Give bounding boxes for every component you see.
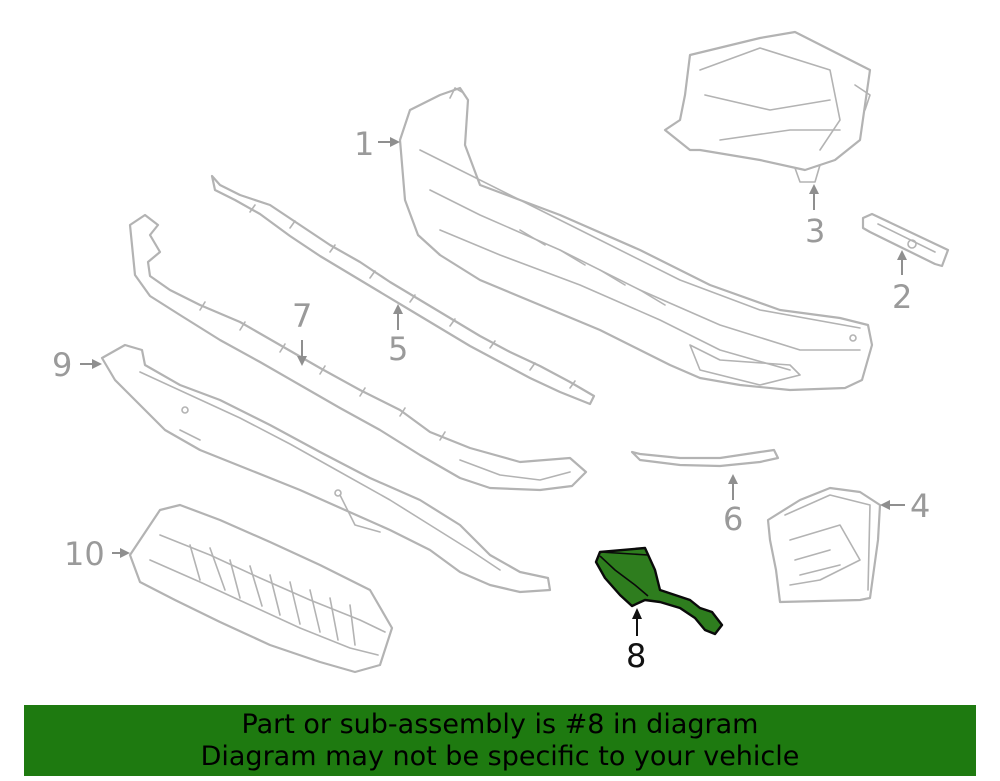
part-4-side-bracket[interactable] — [766, 486, 882, 604]
callout-2: 2 — [892, 278, 912, 316]
banner-line-2: Diagram may not be specific to your vehi… — [200, 740, 800, 772]
part-8-highlighted[interactable] — [594, 546, 724, 636]
part-2-reflector[interactable] — [861, 212, 950, 268]
part-6-trim-strip[interactable] — [630, 448, 780, 468]
callout-8: 8 — [626, 637, 646, 675]
part-3-bracket[interactable] — [663, 30, 872, 183]
callout-3: 3 — [805, 212, 825, 250]
banner-line-1: Part or sub-assembly is #8 in diagram — [241, 708, 759, 740]
callout-1: 1 — [354, 125, 374, 163]
callout-7: 7 — [292, 297, 312, 335]
callout-5: 5 — [388, 330, 408, 368]
part-1-bumper-cover[interactable] — [398, 86, 874, 392]
info-banner: Part or sub-assembly is #8 in diagram Di… — [24, 705, 976, 776]
callout-4: 4 — [910, 487, 930, 525]
part-9-lower-valance[interactable] — [100, 343, 552, 594]
parts-diagram: 1 2 3 4 5 6 7 8 9 10 — [52, 30, 950, 675]
callout-9: 9 — [52, 346, 72, 384]
part-10-skid-plate[interactable] — [128, 503, 394, 674]
callout-10: 10 — [64, 535, 105, 573]
leader-lines — [80, 137, 907, 636]
callout-6: 6 — [723, 500, 743, 538]
part-7-lower-molding[interactable] — [128, 213, 588, 492]
part-5-molding-strip[interactable] — [210, 174, 596, 406]
